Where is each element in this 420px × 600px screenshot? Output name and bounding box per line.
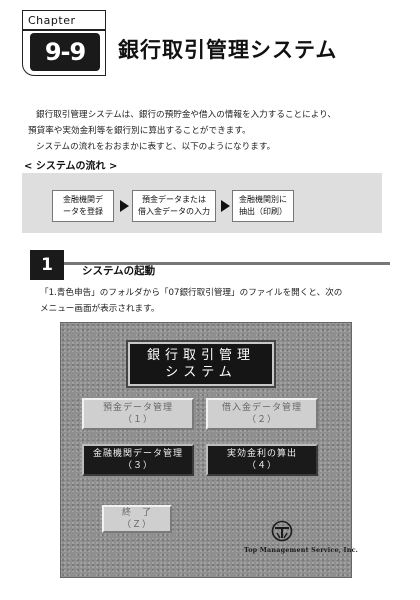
flow-heading: < システムの流れ >: [24, 161, 118, 172]
flow-step-input-data: 預金データまたは借入金データの入力: [132, 190, 216, 222]
exit-button[interactable]: 終 了 （Ｚ）: [102, 505, 172, 533]
button-label: 終 了: [121, 508, 152, 518]
button-label: 借入金データ管理: [221, 403, 302, 413]
chapter-divider: [22, 29, 106, 31]
button-key: （１）: [122, 415, 153, 425]
button-key: （３）: [122, 461, 153, 471]
intro-paragraph-1: 銀行取引管理システムは、銀行の預貯金や借入の情報を入力することにより、: [36, 110, 337, 120]
button-key: （２）: [246, 415, 277, 425]
flow-arrow-icon: [120, 200, 129, 212]
flow-step-line: ータを登録: [63, 207, 103, 216]
flow-step-line: 金融機関別に: [239, 195, 287, 204]
button-key: （Ｚ）: [121, 520, 152, 530]
page-title: 銀行取引管理システム: [118, 38, 338, 62]
section-title: システムの起動: [82, 265, 156, 277]
bank-data-button[interactable]: 金融機関データ管理 （３）: [82, 444, 194, 476]
flow-step-line: 抽出（印刷）: [239, 207, 287, 216]
chapter-label: Chapter: [28, 14, 76, 27]
flow-step-line: 借入金データの入力: [138, 207, 210, 216]
loan-data-button[interactable]: 借入金データ管理 （２）: [206, 398, 318, 430]
section-number: 1: [30, 250, 64, 280]
flow-step-line: 金融機関デ: [63, 195, 103, 204]
button-label: 預金データ管理: [102, 403, 173, 413]
button-key: （４）: [246, 461, 277, 471]
effective-rate-button[interactable]: 実効金利の算出 （４）: [206, 444, 318, 476]
flow-step-extract-print: 金融機関別に抽出（印刷）: [232, 190, 294, 222]
menu-title-line-2: システム: [165, 365, 237, 380]
menu-title-line-1: 銀行取引管理: [146, 348, 255, 363]
flow-step-line: 預金データまたは: [142, 195, 206, 204]
intro-paragraph-2: 預貸率や実効金利等を銀行別に算出することができます。: [28, 126, 251, 136]
company-name: Top Management Service, Inc.: [244, 546, 359, 554]
button-label: 金融機関データ管理: [92, 449, 183, 459]
section-paragraph-2: メニュー画面が表示されます。: [40, 304, 160, 314]
deposit-data-button[interactable]: 預金データ管理 （１）: [82, 398, 194, 430]
button-label: 実効金利の算出: [226, 449, 297, 459]
company-logo-icon: [271, 520, 293, 542]
section-rule: [30, 262, 390, 265]
chapter-tab: [22, 10, 106, 76]
intro-paragraph-3: システムの流れをおおまかに表すと、以下のようになります。: [36, 142, 276, 152]
flow-arrow-icon: [221, 200, 230, 212]
section-paragraph-1: 「1.青色申告」のフォルダから「07銀行取引管理」のファイルを開くと、次の: [40, 288, 343, 298]
flow-step-register-bank: 金融機関データを登録: [52, 190, 114, 222]
menu-title: 銀行取引管理 システム: [128, 342, 274, 386]
chapter-number: 9-9: [30, 33, 100, 71]
